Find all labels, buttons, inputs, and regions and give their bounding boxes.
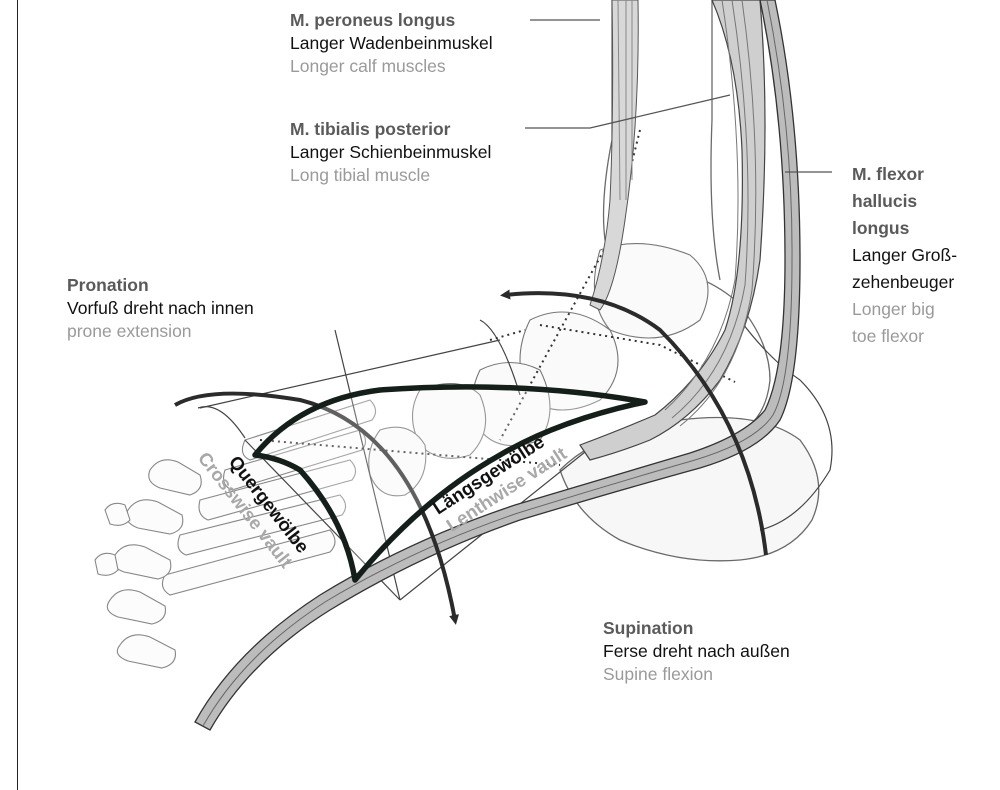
peroneus-german: Langer Wadenbeinmuskel: [290, 32, 493, 55]
tibialis-posterior-label: M. tibialis posterior Langer Schienbeinm…: [290, 118, 491, 187]
peroneus-latin: M. peroneus longus: [290, 9, 493, 32]
supination-english: Supine flexion: [603, 663, 790, 686]
supination-german: Ferse dreht nach außen: [603, 640, 790, 663]
tibialis-english: Long tibial muscle: [290, 164, 491, 187]
flexor-latin-line-2: hallucis: [852, 188, 957, 215]
flexor-hallucis-label: M. flexor hallucis longus Langer Groß- z…: [852, 161, 957, 350]
flexor-latin-line-3: longus: [852, 215, 957, 242]
pronation-label: Pronation Vorfuß dreht nach innen prone …: [67, 274, 254, 343]
tibialis-german: Langer Schienbeinmuskel: [290, 141, 491, 164]
pronation-title: Pronation: [67, 274, 254, 297]
flexor-english-line-2: toe flexor: [852, 323, 957, 350]
peroneus-longus-label: M. peroneus longus Langer Wadenbeinmuske…: [290, 9, 493, 78]
flexor-english-line-1: Longer big: [852, 296, 957, 323]
flexor-german-line-1: Langer Groß-: [852, 242, 957, 269]
flexor-latin-line-1: M. flexor: [852, 161, 957, 188]
pronation-english: prone extension: [67, 320, 254, 343]
supination-title: Supination: [603, 617, 790, 640]
supination-label: Supination Ferse dreht nach außen Supine…: [603, 617, 790, 686]
peroneus-english: Longer calf muscles: [290, 55, 493, 78]
tibialis-latin: M. tibialis posterior: [290, 118, 491, 141]
flexor-german-line-2: zehenbeuger: [852, 269, 957, 296]
pronation-german: Vorfuß dreht nach innen: [67, 297, 254, 320]
